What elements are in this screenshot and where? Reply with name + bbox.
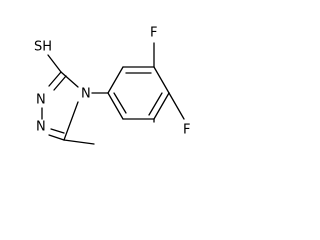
double-bond-c6-c1 xyxy=(113,92,127,114)
triazole-ring xyxy=(48,71,79,141)
bond-c3-n2 xyxy=(48,71,62,87)
structure-diagram: F F SH N N N xyxy=(34,26,190,145)
benzene-ring xyxy=(107,66,170,120)
bond-c4-to-f-bottom xyxy=(168,92,185,120)
bond-n1-c5 xyxy=(48,134,65,141)
bond-c3-sh xyxy=(47,54,62,73)
double-bond-c3-n2 xyxy=(53,75,67,91)
bond-c3-c4 xyxy=(153,66,170,94)
nitrogen-left-top-label: N xyxy=(36,93,46,108)
fluorine-bottom-label: F xyxy=(183,123,190,138)
bond-c1-c2 xyxy=(107,66,124,94)
bond-c5-n4 xyxy=(63,101,79,141)
nitrogen-ring-label: N xyxy=(81,87,91,102)
double-bond-c4-c5 xyxy=(148,92,163,116)
fluorine-top-label: F xyxy=(150,26,157,41)
double-bond-n1-c5 xyxy=(50,128,65,134)
bond-c5-methyl xyxy=(63,139,95,145)
bond-n4-c3 xyxy=(60,71,79,88)
bond-c6-c1 xyxy=(107,92,124,120)
bond-c4-c5 xyxy=(153,92,170,120)
thiol-label: SH xyxy=(34,40,52,55)
nitrogen-left-bottom-label: N xyxy=(36,120,46,135)
